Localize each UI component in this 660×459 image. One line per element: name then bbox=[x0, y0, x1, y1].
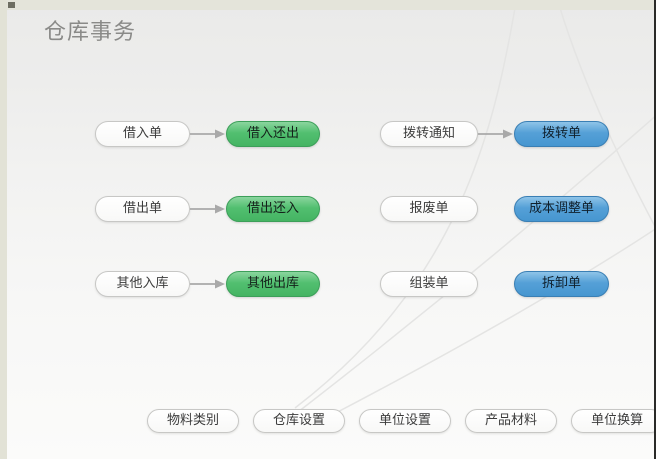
row-spacer bbox=[478, 203, 514, 215]
arrow-right-icon bbox=[478, 128, 514, 140]
borrow-out-return-in-button[interactable]: 借出还入 bbox=[226, 196, 320, 222]
assembly-order-button[interactable]: 组装单 bbox=[380, 271, 478, 297]
material-category-button[interactable]: 物料类别 bbox=[147, 409, 240, 433]
disassembly-order-button[interactable]: 拆卸单 bbox=[514, 271, 609, 297]
flow-row-borrow-out: 借出单 借出还入 bbox=[95, 196, 320, 222]
row-spacer bbox=[478, 278, 514, 290]
borrow-in-order-button[interactable]: 借入单 bbox=[95, 121, 190, 147]
window-frame-top bbox=[0, 0, 660, 10]
unit-conversion-button[interactable]: 单位换算 bbox=[571, 409, 660, 433]
product-material-button[interactable]: 产品材料 bbox=[465, 409, 558, 433]
scrap-order-button[interactable]: 报废单 bbox=[380, 196, 478, 222]
flow-row-other-inbound: 其他入库 其他出库 bbox=[95, 271, 320, 297]
cost-adjustment-order-button[interactable]: 成本调整单 bbox=[514, 196, 609, 222]
other-outbound-button[interactable]: 其他出库 bbox=[226, 271, 320, 297]
warehouse-settings-button[interactable]: 仓库设置 bbox=[253, 409, 346, 433]
footer-settings-row: 物料类别 仓库设置 单位设置 产品材料 单位换算 bbox=[147, 409, 660, 433]
window-corner-mark bbox=[8, 2, 15, 8]
flow-row-assembly: 组装单 拆卸单 bbox=[380, 271, 609, 297]
transfer-notice-button[interactable]: 拨转通知 bbox=[380, 121, 478, 147]
page-title: 仓库事务 bbox=[44, 20, 137, 45]
arrow-right-icon bbox=[190, 128, 226, 140]
borrow-in-return-out-button[interactable]: 借入还出 bbox=[226, 121, 320, 147]
flow-row-transfer: 拨转通知 拨转单 bbox=[380, 121, 609, 147]
flow-row-borrow-in: 借入单 借入还出 bbox=[95, 121, 320, 147]
other-inbound-button[interactable]: 其他入库 bbox=[95, 271, 190, 297]
window-frame-right-margin bbox=[656, 0, 660, 459]
window-frame-right-border bbox=[654, 0, 656, 459]
transfer-order-button[interactable]: 拨转单 bbox=[514, 121, 609, 147]
flow-row-scrap: 报废单 成本调整单 bbox=[380, 196, 609, 222]
window-frame-left bbox=[0, 0, 7, 459]
borrow-out-order-button[interactable]: 借出单 bbox=[95, 196, 190, 222]
unit-settings-button[interactable]: 单位设置 bbox=[359, 409, 452, 433]
arrow-right-icon bbox=[190, 203, 226, 215]
arrow-right-icon bbox=[190, 278, 226, 290]
